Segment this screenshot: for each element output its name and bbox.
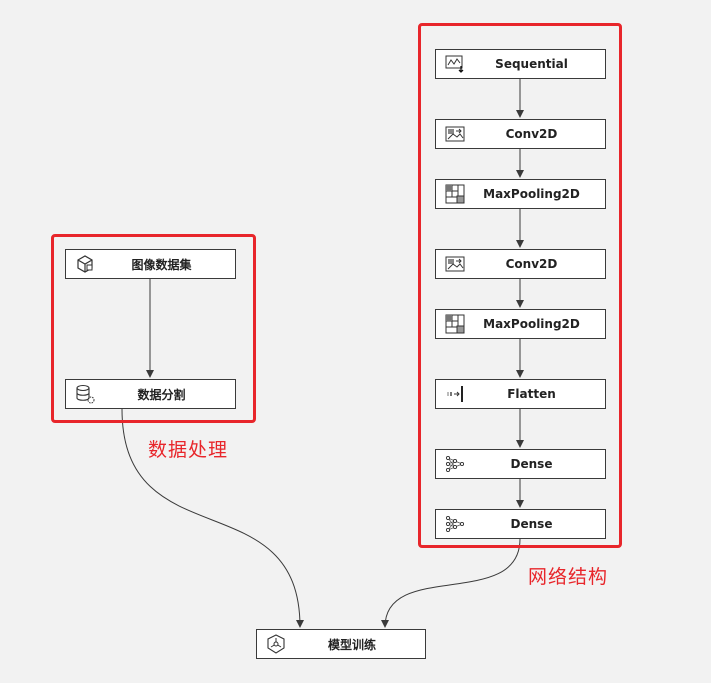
node-label: Dense (510, 517, 553, 531)
node-label: MaxPooling2D (483, 317, 580, 331)
neural-net-icon (445, 454, 465, 474)
node-label: Flatten (507, 387, 556, 401)
group-network (418, 23, 622, 548)
node-image-dataset[interactable]: 图像数据集 (65, 249, 236, 279)
node-maxpooling2d-1[interactable]: MaxPooling2D (435, 179, 606, 209)
database-split-icon (75, 384, 95, 404)
edge-dense-train (381, 538, 521, 628)
node-dense-2[interactable]: Dense (435, 509, 606, 539)
pooling-grid-icon (445, 314, 465, 334)
neural-net-icon (445, 514, 465, 534)
node-maxpooling2d-2[interactable]: MaxPooling2D (435, 309, 606, 339)
node-conv2d-2[interactable]: Conv2D (435, 249, 606, 279)
node-label: MaxPooling2D (483, 187, 580, 201)
pooling-grid-icon (445, 184, 465, 204)
node-sequential[interactable]: Sequential (435, 49, 606, 79)
group-label-data-processing: 数据处理 (148, 439, 229, 461)
node-flatten[interactable]: Flatten (435, 379, 606, 409)
sequential-icon (445, 54, 465, 74)
node-data-split[interactable]: 数据分割 (65, 379, 236, 409)
node-label: Sequential (495, 57, 568, 71)
group-label-network: 网络结构 (528, 566, 609, 588)
group-data-processing (51, 234, 256, 423)
node-label: Conv2D (505, 127, 558, 141)
node-model-train[interactable]: 模型训练 (256, 629, 426, 659)
edge-split-train (121, 408, 304, 628)
node-dense-1[interactable]: Dense (435, 449, 606, 479)
node-label: Dense (510, 457, 553, 471)
cube-icon (75, 254, 95, 274)
train-model-icon (266, 634, 286, 654)
node-label: 数据分割 (137, 387, 186, 402)
node-label: Conv2D (505, 257, 558, 271)
image-conv-icon (445, 254, 465, 274)
node-label: 模型训练 (327, 637, 376, 652)
node-conv2d-1[interactable]: Conv2D (435, 119, 606, 149)
flatten-icon (445, 384, 465, 404)
image-conv-icon (445, 124, 465, 144)
node-label: 图像数据集 (131, 257, 192, 272)
